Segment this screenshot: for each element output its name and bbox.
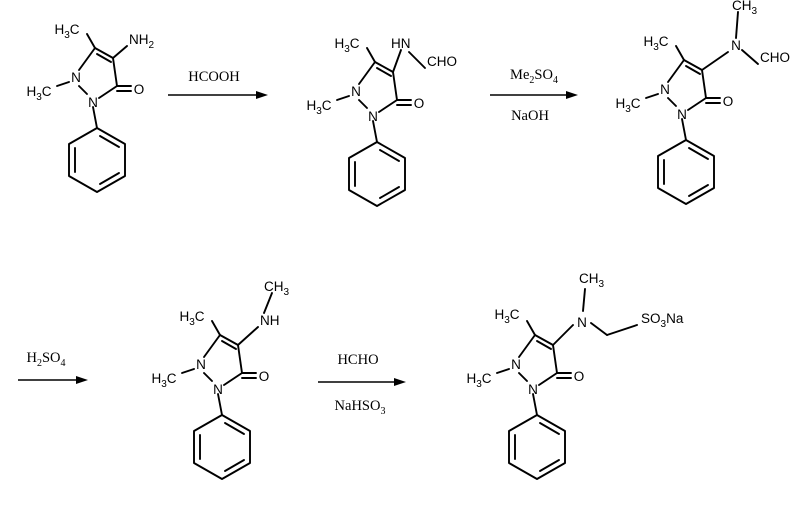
n2-label: N (368, 109, 378, 124)
n1-label: N (71, 70, 81, 85)
n1-label: N (511, 357, 521, 372)
carbonyl-oxygen-label: O (259, 369, 270, 384)
arrow-hydrolysis: H2SO4 (18, 350, 88, 384)
n1-methyl-label: H3C (26, 84, 51, 103)
n-methyl-label: CH3 (579, 271, 605, 290)
formyl-group-label: CHO (427, 54, 457, 69)
molecule-methylaminoantipyrine: CH3 NH H3C H3C N N O (151, 279, 290, 480)
amine-nitrogen-label: N (577, 315, 587, 330)
n1-methyl-label: H3C (151, 371, 176, 390)
reagent-formaldehyde: HCHO (337, 352, 378, 368)
formyl-group-label: CHO (760, 50, 790, 65)
carbonyl-oxygen-label: O (414, 96, 425, 111)
n2-label: N (88, 95, 98, 110)
c3-methyl-label: H3C (54, 22, 79, 41)
n1-label: N (351, 84, 361, 99)
methylamino-nh-label: NH (260, 313, 280, 328)
n2-label: N (213, 382, 223, 397)
reagent-sodium-hydroxide: NaOH (511, 108, 549, 124)
n2-label: N (677, 107, 687, 122)
c3-methyl-label: H3C (643, 34, 668, 53)
n2-label: N (528, 382, 538, 397)
arrow-sulfomethylation: HCHO NaHSO3 (318, 352, 406, 417)
carbonyl-oxygen-label: O (134, 82, 145, 97)
c3-methyl-label: H3C (179, 309, 204, 328)
formamide-nh-label: HN (391, 36, 411, 51)
molecule-formamidoantipyrine: HN CHO H3C H3C N N O (306, 36, 457, 207)
c3-methyl-label: H3C (334, 36, 359, 55)
reagent-sodium-bisulfite: NaHSO3 (335, 398, 386, 417)
n1-label: N (196, 357, 206, 372)
n1-label: N (660, 82, 670, 97)
reagent-sulfuric-acid: H2SO4 (26, 350, 65, 369)
n-methyl-label: CH3 (264, 279, 290, 298)
c3-methyl-label: H3C (494, 307, 519, 326)
amino-group-label: NH2 (129, 32, 155, 51)
carbonyl-oxygen-label: O (723, 94, 734, 109)
n1-methyl-label: H3C (615, 96, 640, 115)
molecule-metamizole-sodium: CH3 N SO3Na H3C H3C N N O (466, 271, 684, 480)
n1-methyl-label: H3C (306, 98, 331, 117)
carbonyl-oxygen-label: O (574, 369, 585, 384)
sulfonate-group-label: SO3Na (641, 311, 684, 330)
molecule-methylformamidoantipyrine: CH3 N CHO H3C H3C N N O (615, 0, 790, 205)
reagent-dimethyl-sulfate: Me2SO4 (510, 67, 558, 86)
arrow-formylation: HCOOH (168, 69, 268, 99)
reagent-formic-acid: HCOOH (188, 69, 240, 85)
n-methyl-label: CH3 (732, 0, 758, 17)
n1-methyl-label: H3C (466, 371, 491, 390)
amide-nitrogen-label: N (731, 38, 741, 53)
molecule-aminoantipyrine: NH2 H3C H3C N N O (26, 22, 155, 193)
arrow-n-methylation: Me2SO4 NaOH (490, 67, 578, 124)
